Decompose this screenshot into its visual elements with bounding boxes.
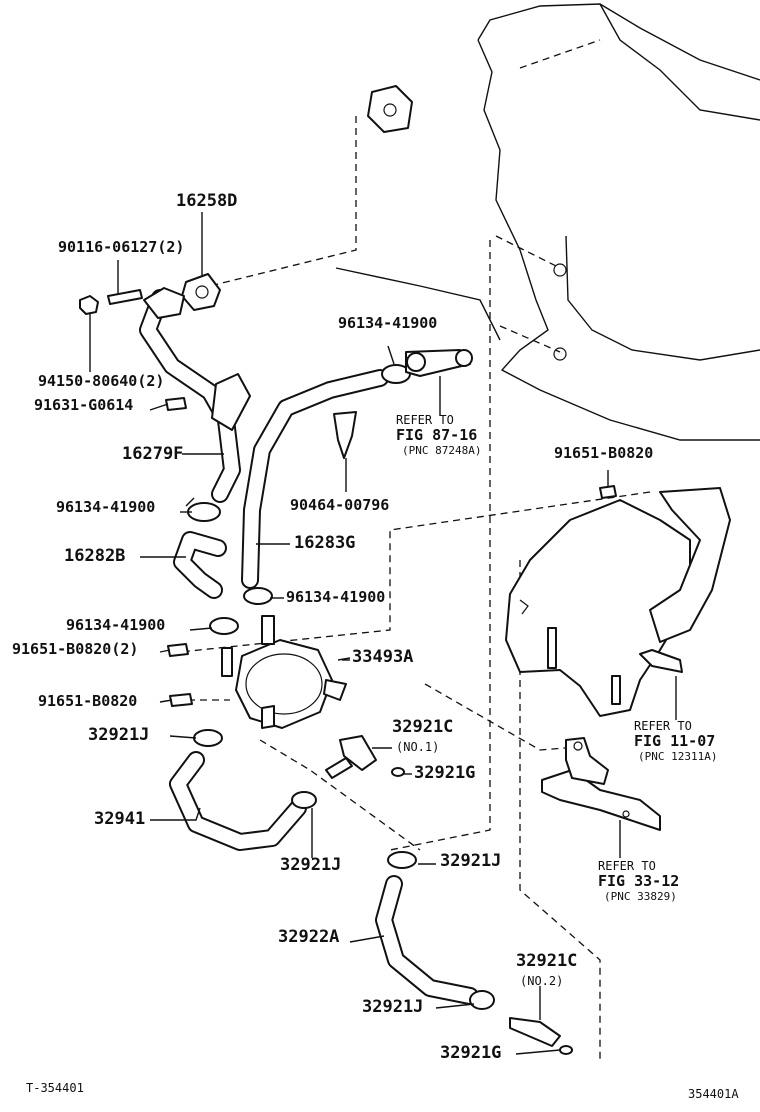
svg-text:FIG 11-07: FIG 11-07 <box>634 732 715 750</box>
hose-32941 <box>169 751 307 851</box>
engine-block-outline <box>335 3 760 441</box>
clamp-32921j-a <box>193 729 223 747</box>
label-90464: 90464-00796 <box>290 496 389 514</box>
reference-fig-87-16: REFER TO FIG 87-16 (PNC 87248A) <box>396 413 481 457</box>
label-leaders <box>140 403 561 1055</box>
clip-90464 <box>333 411 357 492</box>
label-96134-top: 96134-41900 <box>338 314 437 332</box>
svg-text:REFER TO: REFER TO <box>396 413 454 427</box>
label-91651-right: 91651-B0820 <box>554 444 653 462</box>
flange-nut <box>79 295 99 372</box>
label-32921j-a: 32921J <box>88 725 149 745</box>
bolt-91631 <box>165 397 187 411</box>
label-no1: (NO.1) <box>396 740 439 754</box>
label-32921j-d: 32921J <box>362 997 423 1017</box>
clamp-lower-left <box>209 617 239 635</box>
clamp-32921j-c <box>387 851 417 869</box>
label-32921g-a: 32921G <box>414 763 475 783</box>
exhaust-flange <box>367 85 413 133</box>
label-32941: 32941 <box>94 809 145 829</box>
footer-left-code: T-354401 <box>26 1081 84 1095</box>
clamp-upper-left <box>185 497 221 522</box>
svg-text:FIG 87-16: FIG 87-16 <box>396 426 477 444</box>
svg-text:(PNC 33829): (PNC 33829) <box>604 890 677 903</box>
label-91651-left: 91651-B0820 <box>38 692 137 710</box>
label-16282b: 16282B <box>64 546 125 566</box>
mounting-bracket-lower <box>541 737 661 858</box>
clamp-32921j-d <box>469 990 495 1010</box>
label-32921c-b: 32921C <box>516 951 577 971</box>
bolt-91651-lower <box>169 693 193 707</box>
footer-right-code: 354401A <box>688 1087 739 1101</box>
svg-text:REFER TO: REFER TO <box>634 719 692 733</box>
union-32921c-no1 <box>325 735 405 779</box>
svg-text:REFER TO: REFER TO <box>598 859 656 873</box>
label-33493a: 33493A <box>352 647 413 667</box>
label-90116: 90116-06127(2) <box>58 238 184 256</box>
label-96134-mid: 96134-41900 <box>286 588 385 606</box>
hose-16282b <box>173 531 227 599</box>
label-16283g: 16283G <box>294 533 355 553</box>
pipe-16279f <box>139 287 251 503</box>
label-32921c-a: 32921C <box>392 717 453 737</box>
engine-mount-bracket <box>505 470 731 720</box>
svg-text:(PNC 87248A): (PNC 87248A) <box>402 444 481 457</box>
label-96134-left2: 96134-41900 <box>66 616 165 634</box>
clamp-32921j-b <box>291 791 317 858</box>
label-no2: (NO.2) <box>520 974 563 988</box>
label-32921j-c: 32921J <box>440 851 501 871</box>
reference-fig-33-12: REFER TO FIG 33-12 (PNC 33829) <box>598 859 679 903</box>
label-32921g-b: 32921G <box>440 1043 501 1063</box>
label-91631: 91631-G0614 <box>34 396 133 414</box>
hose-16283g <box>241 369 389 589</box>
label-32921j-b: 32921J <box>280 855 341 875</box>
svg-text:(PNC 12311A): (PNC 12311A) <box>638 750 717 763</box>
label-91651-2: 91651-B0820(2) <box>12 640 138 658</box>
clamp-middle <box>243 587 273 605</box>
hose-32922a <box>375 875 479 1005</box>
label-16258d: 16258D <box>176 191 237 211</box>
reference-fig-11-07: REFER TO FIG 11-07 (PNC 12311A) <box>634 719 717 763</box>
label-32922a: 32922A <box>278 927 339 947</box>
svg-text:FIG 33-12: FIG 33-12 <box>598 872 679 890</box>
label-16279f: 16279F <box>122 444 183 464</box>
label-96134-left1: 96134-41900 <box>56 498 155 516</box>
oil-cooler-33493a <box>221 615 351 729</box>
gasket-16258d <box>181 212 221 311</box>
bolt-91651-upper <box>167 643 189 657</box>
label-94150: 94150-80640(2) <box>38 372 164 390</box>
union-joint <box>405 349 473 416</box>
stud-bolt <box>107 260 143 305</box>
union-32921c-no2 <box>509 1017 573 1055</box>
